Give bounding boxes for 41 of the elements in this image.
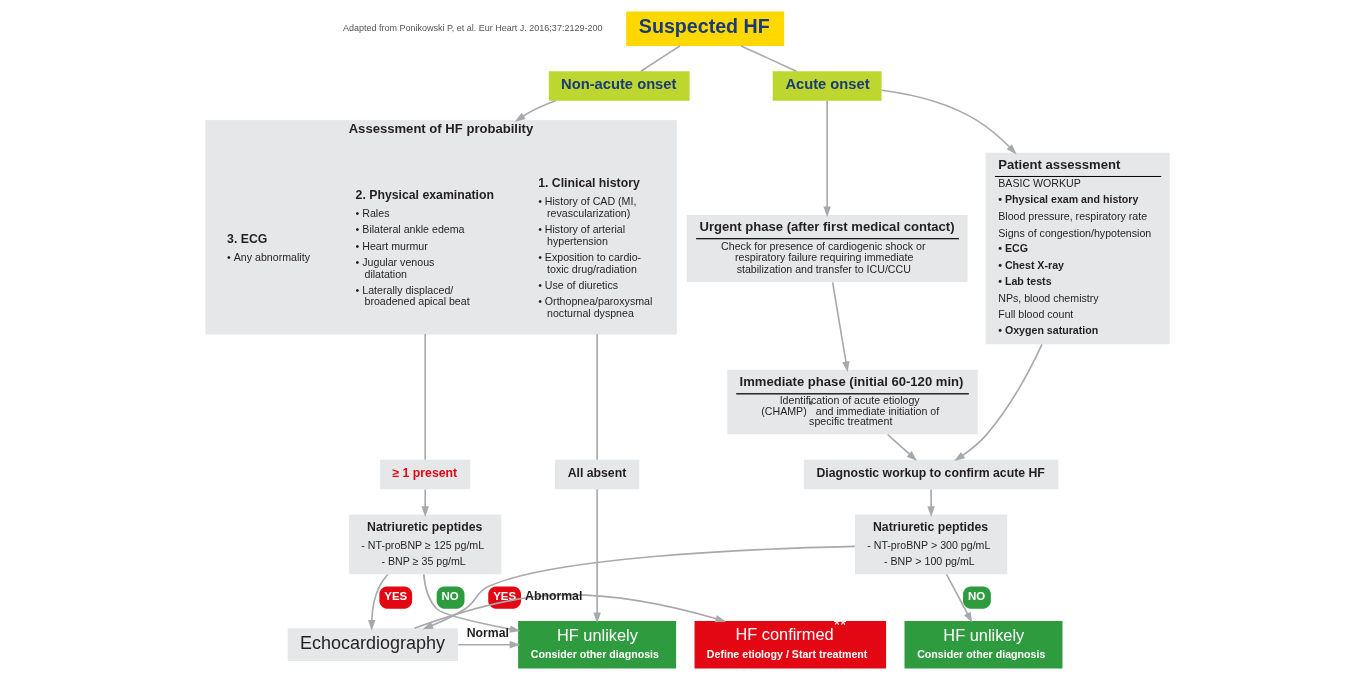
node-box: Urgent phase (after first medical contact) Check for presence of cardiogenic shock or respiratory failure requiring immediate stabilization and transfer to ICU/CCU (686, 214, 968, 283)
arrow (514, 100, 556, 122)
edge-label: NO (967, 590, 985, 603)
arrow (886, 433, 917, 462)
edge-label: NO (441, 590, 459, 603)
connector (595, 333, 598, 461)
node-box: Acute onset (772, 71, 882, 101)
edge-label: YES (492, 590, 516, 603)
arrow (926, 488, 935, 518)
node-box: HF unlikely Consider other diagnosis (904, 621, 1062, 669)
node-text: 1. Clinical history • History of CAD (MI, revascularization) • History of arterial hypertension • Exposition to cardio-toxic drug/radiation • Use of diuretics • Orthopnea/paroxysmal nocturnal dyspnea (537, 176, 652, 319)
arrow (413, 594, 726, 630)
edge-label: YES (383, 590, 407, 603)
node-box: Non-acute onset (548, 71, 690, 101)
arrow (456, 641, 520, 649)
connector (639, 45, 681, 72)
arrow (367, 573, 388, 631)
arrow (945, 573, 972, 623)
node-box: HF unlikely Consider other diagnosis (517, 621, 676, 669)
node-box: Natriuretic peptides - NT-proBNP ≥ 125 pg/mL - BNP ≥ 35 pg/mL (348, 514, 501, 575)
node-text: 2. Physical examination • Rales • Bilateral ankle edema • Heart murmur • Jugular venous dilatation • Laterally displaced/ broadened apical beat (355, 187, 494, 308)
node-box: ≥ 1 present (379, 459, 470, 490)
arrow (420, 488, 429, 518)
arrow (953, 343, 1043, 462)
edge-label: Abnormal (524, 588, 582, 603)
node-box: All absent (554, 459, 639, 490)
connector (423, 333, 426, 461)
arrow (831, 281, 850, 373)
node-box: Patient assessment BASIC WORKUP • Physical exam and history Blood pressure, respiratory rate Signs of congestion/hypotension • ECG • Chest X-ray • Lab tests NPs, blood chemistry Full blood count • Oxygen saturation (985, 152, 1170, 345)
node-box: Natriuretic peptides - NT-proBNP > 300 pg/mL - BNP > 100 pg/mL (854, 514, 1007, 575)
node-box: Echocardiography (287, 628, 458, 662)
node-box: Diagnostic workup to confirm acute HF (803, 459, 1058, 490)
connector (739, 45, 797, 72)
arrow (592, 488, 601, 624)
arrow (880, 89, 1017, 155)
arrow (421, 545, 856, 630)
node-text: 3. ECG • Any abnormality (226, 231, 310, 264)
arrow (822, 100, 831, 218)
edge-label: Normal (466, 626, 509, 641)
label: Adapted from Ponikowski P, et al. Eur Heart J. 2016;37:2129-200 (342, 23, 602, 34)
node-box: Suspected HF (625, 11, 784, 46)
